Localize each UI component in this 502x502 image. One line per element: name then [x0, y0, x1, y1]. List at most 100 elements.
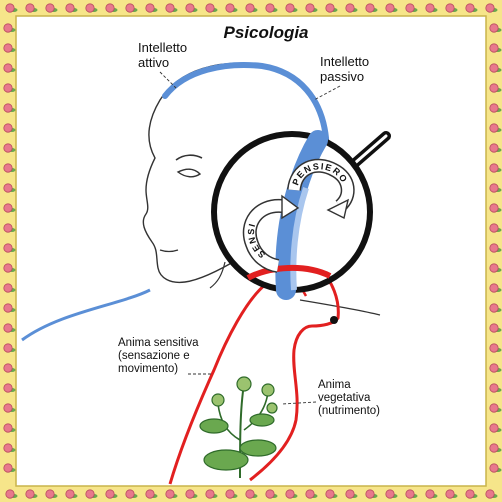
rose-ornament	[425, 3, 435, 13]
rose-ornament	[145, 3, 155, 13]
rose-ornament	[405, 3, 415, 13]
rose-ornament	[365, 3, 375, 13]
rose-ornament	[225, 3, 235, 13]
rose-ornament	[205, 3, 215, 13]
rose-ornament	[5, 489, 15, 499]
rose-ornament	[305, 489, 315, 499]
anima-sensitiva-left	[168, 282, 267, 485]
rose-ornament	[205, 489, 215, 499]
rose-ornament	[3, 243, 13, 253]
rose-ornament	[489, 243, 499, 253]
rose-ornament	[489, 283, 499, 293]
rose-ornament	[489, 343, 499, 353]
rose-ornament	[489, 103, 499, 113]
leader-lines	[159, 71, 341, 405]
rose-ornament	[3, 463, 13, 473]
rose-ornament	[489, 403, 499, 413]
rose-ornament	[185, 3, 195, 13]
rose-ornament	[3, 163, 13, 173]
rose-ornament	[489, 123, 499, 133]
rose-ornament	[105, 3, 115, 13]
rose-ornament	[3, 123, 13, 133]
rose-ornament	[489, 423, 499, 433]
label-anima-vegetativa: Anima vegetativa (nutrimento)	[318, 379, 380, 417]
eyebrow	[175, 154, 203, 161]
rose-ornament	[445, 3, 455, 13]
rose-ornament	[3, 223, 13, 233]
rose-ornament	[325, 489, 335, 499]
rose-ornament	[65, 3, 75, 13]
label-intelletto-passivo: Intelletto passivo	[320, 54, 373, 84]
rose-ornament	[3, 143, 13, 153]
rose-ornament	[125, 489, 135, 499]
label-intelletto-attivo: Intelletto attivo	[138, 40, 191, 70]
rose-ornament	[245, 489, 255, 499]
rose-ornament	[3, 443, 13, 453]
rose-ornament	[3, 343, 13, 353]
rose-ornament	[465, 3, 475, 13]
rose-ornament	[3, 63, 13, 73]
rose-ornament	[25, 489, 35, 499]
rose-ornament	[3, 263, 13, 273]
rose-ornament	[3, 43, 13, 53]
rose-ornament	[245, 3, 255, 13]
shoulder-right-outline	[299, 299, 381, 316]
rose-ornament	[405, 489, 415, 499]
mouth	[159, 249, 179, 253]
rose-ornament	[265, 3, 275, 13]
rose-ornament	[489, 23, 499, 33]
rose-ornament	[3, 23, 13, 33]
rose-ornament	[485, 3, 495, 13]
rose-ornament	[285, 3, 295, 13]
diagram-title: Psicologia	[223, 23, 308, 42]
rose-ornament	[325, 3, 335, 13]
neck-front	[209, 261, 226, 289]
rose-ornament	[85, 3, 95, 13]
rose-ornament	[3, 83, 13, 93]
rose-ornament	[45, 3, 55, 13]
rose-ornament	[5, 3, 15, 13]
rose-ornament	[425, 489, 435, 499]
rose-ornament	[265, 489, 275, 499]
rose-ornament	[3, 303, 13, 313]
border-roses	[3, 3, 502, 499]
rose-ornament	[225, 489, 235, 499]
shoulders-outline	[21, 288, 151, 342]
rose-ornament	[3, 383, 13, 393]
rose-ornament	[489, 163, 499, 173]
rose-ornament	[489, 463, 499, 473]
rose-ornament	[489, 63, 499, 73]
rose-ornament	[3, 403, 13, 413]
rose-ornament	[345, 3, 355, 13]
rose-ornament	[85, 489, 95, 499]
rose-ornament	[385, 3, 395, 13]
animal-nose	[330, 316, 338, 324]
rose-ornament	[489, 83, 499, 93]
rose-ornament	[165, 3, 175, 13]
rose-ornament	[3, 283, 13, 293]
rose-ornament	[385, 489, 395, 499]
rose-ornament	[365, 489, 375, 499]
rose-ornament	[465, 489, 475, 499]
rose-ornament	[489, 223, 499, 233]
rose-ornament	[489, 383, 499, 393]
eye	[176, 168, 202, 178]
rose-ornament	[285, 489, 295, 499]
rose-ornament	[3, 203, 13, 213]
rose-ornament	[165, 489, 175, 499]
rose-ornament	[485, 489, 495, 499]
rose-ornament	[305, 3, 315, 13]
rose-ornament	[3, 323, 13, 333]
rose-ornament	[65, 489, 75, 499]
rose-ornament	[489, 363, 499, 373]
rose-ornament	[489, 183, 499, 193]
rose-ornament	[145, 489, 155, 499]
rose-ornament	[45, 489, 55, 499]
rose-ornament	[489, 443, 499, 453]
rose-ornament	[3, 363, 13, 373]
rose-ornament	[489, 203, 499, 213]
rose-ornament	[489, 303, 499, 313]
rose-ornament	[25, 3, 35, 13]
rose-ornament	[3, 183, 13, 193]
